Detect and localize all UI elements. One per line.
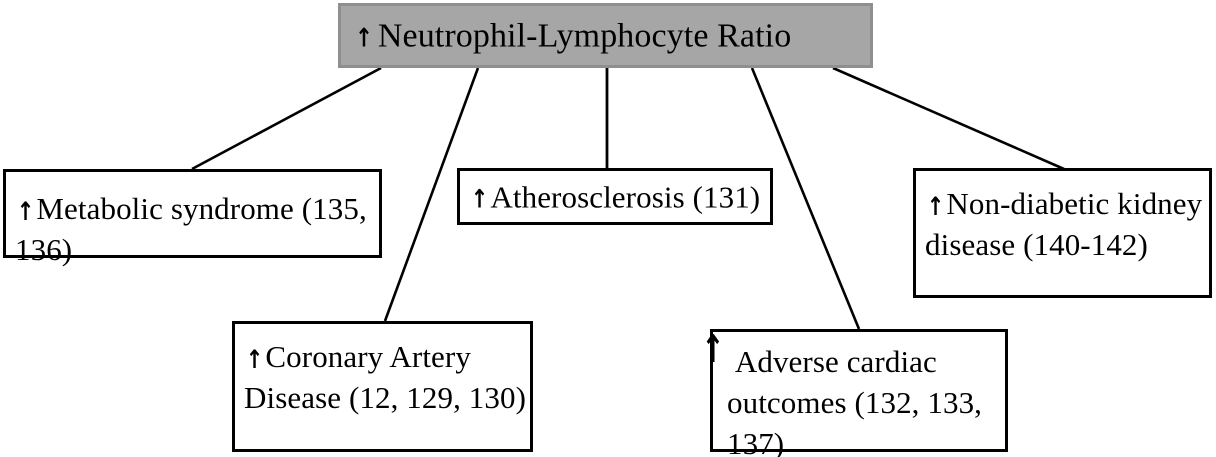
node-label-text: Non-diabetic kidney disease (140-142) [925, 186, 1211, 263]
node-atherosclerosis[interactable]: ↑Atherosclerosis (131) [457, 168, 773, 225]
node-label: ↑Neutrophil-Lymphocyte Ratio [354, 16, 792, 54]
edge-nlr-to-metabolic-syndrome [191, 66, 382, 171]
node-label: ↑Metabolic syndrome (135, 136) [15, 191, 375, 268]
node-label-text: Neutrophil-Lymphocyte Ratio [377, 16, 792, 54]
node-non-diabetic-kidney-disease[interactable]: ↑Non-diabetic kidney disease (140-142) [913, 168, 1212, 298]
node-label: ↑Coronary Artery Disease (12, 129, 130) [244, 339, 527, 416]
edge-nlr-to-non-diabetic-kidney-disease [832, 66, 1065, 171]
node-label: ↑Atherosclerosis (131) [470, 178, 761, 214]
node-label: Adverse cardiac outcomes (132, 133, 137) [727, 341, 1001, 457]
node-label: ↑Non-diabetic kidney disease (140-142) [925, 186, 1211, 263]
node-coronary-artery-disease[interactable]: ↑Coronary Artery Disease (12, 129, 130) [232, 321, 533, 452]
node-label-text: Atherosclerosis (131) [490, 178, 761, 214]
up-arrow-icon: ↑ [701, 327, 725, 371]
node-metabolic-syndrome[interactable]: ↑Metabolic syndrome (135, 136) [3, 169, 382, 267]
node-label-text: Metabolic syndrome (135, 136) [15, 191, 375, 268]
node-adverse-cardiac-outcomes[interactable]: Adverse cardiac outcomes (132, 133, 137) [710, 329, 1008, 457]
node-label-text: Adverse cardiac outcomes (132, 133, 137) [727, 344, 990, 457]
node-label-text: Coronary Artery Disease (12, 129, 130) [244, 339, 527, 416]
node-neutrophil-lymphocyte-ratio[interactable]: ↑Neutrophil-Lymphocyte Ratio [338, 3, 873, 68]
